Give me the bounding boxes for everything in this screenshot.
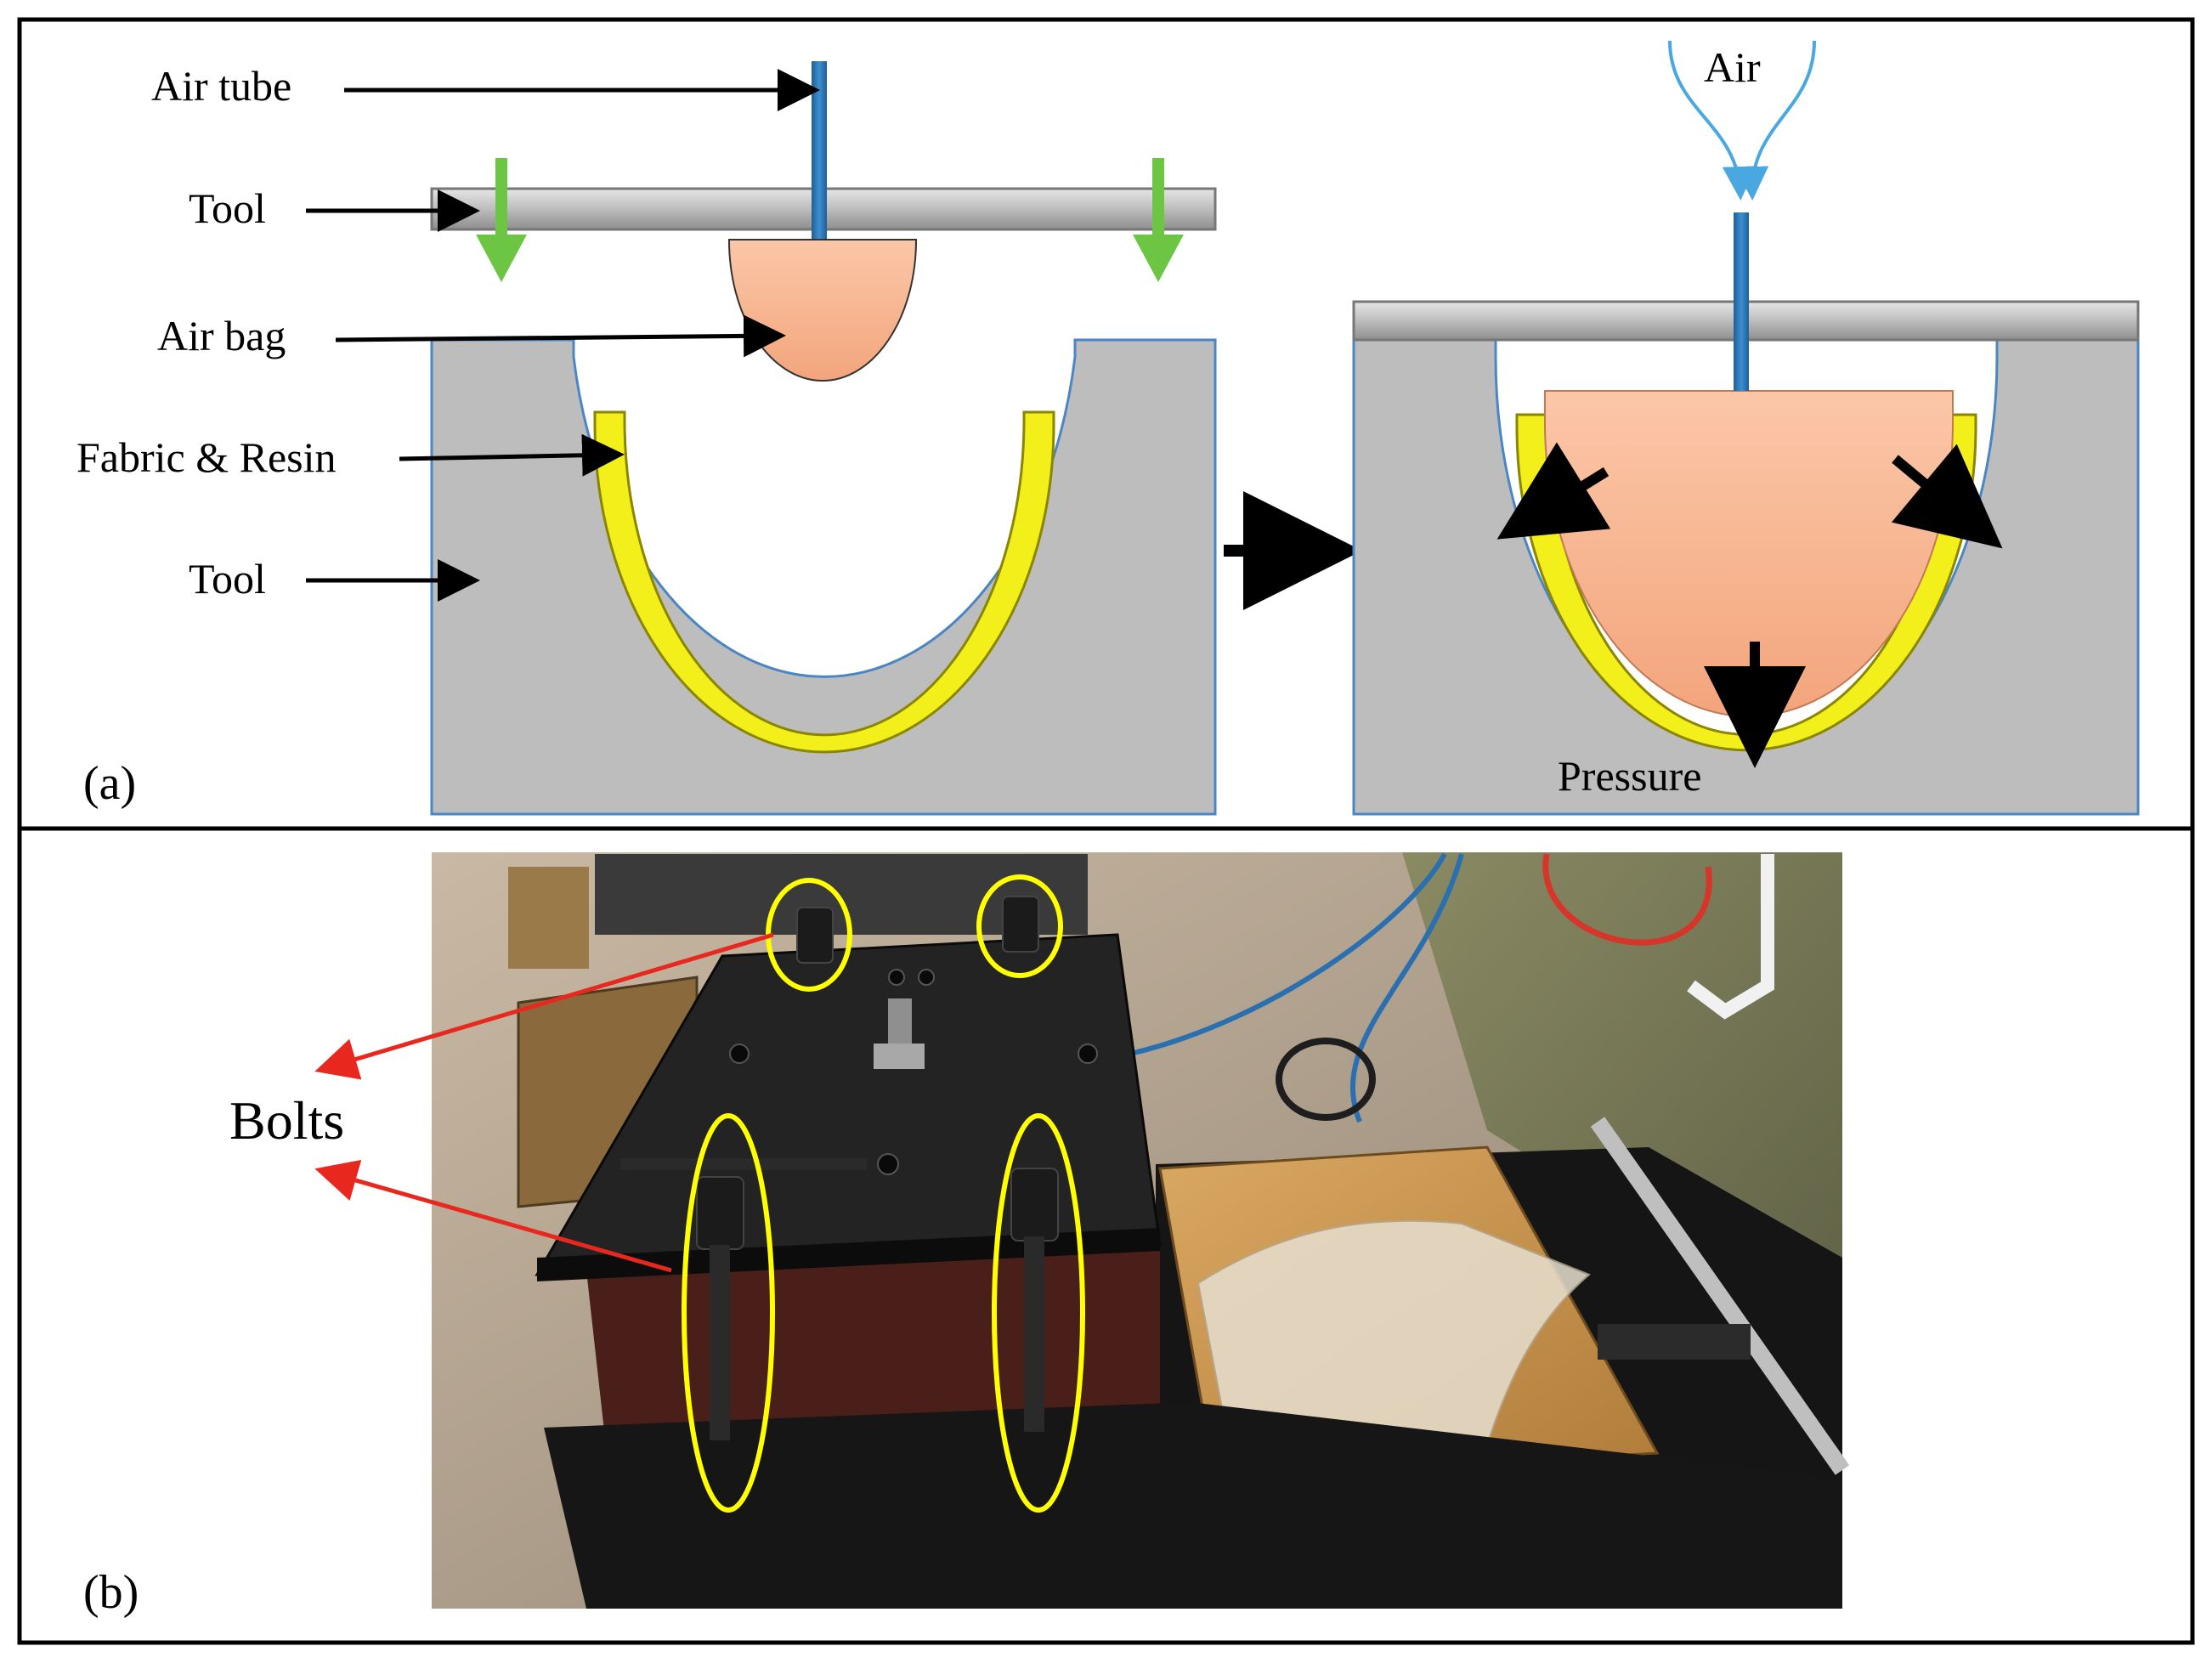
air-tube-right [1734, 212, 1749, 391]
bolt-pointer-upper [314, 932, 774, 1080]
photo-bolt-bottom-left [620, 1158, 867, 1440]
photo-bolt-top-right [1002, 896, 1039, 953]
label-pressure: Pressure [1558, 752, 1701, 800]
photo-plate-hole [1078, 1044, 1098, 1064]
photo-white-pipe [1687, 854, 1774, 1020]
green-down-arrow-right [1133, 158, 1184, 282]
photo-fiberglass-sheet [1197, 1219, 1591, 1463]
air-bag-left [727, 239, 918, 382]
label-fabric-resin: Fabric & Resin [76, 433, 337, 481]
leader-fabric-resin [399, 433, 625, 477]
photo-air-connector [888, 998, 912, 1049]
leader-air-bag [335, 314, 786, 358]
photo-plate-hole [918, 969, 935, 986]
label-bolts: Bolts [229, 1090, 344, 1151]
panel-a-diagram [306, 40, 2140, 816]
pressure-arrow-right [1891, 444, 2003, 549]
bolt-highlight-bottom-right [992, 1113, 1085, 1513]
green-down-arrow-left [476, 158, 527, 282]
photo-plate-edge [537, 1228, 1160, 1281]
photo-red-hose [1542, 853, 1712, 946]
bolt-highlight-top-right [976, 874, 1063, 978]
photo-bolt-top-left [796, 907, 834, 964]
photo-stool [508, 867, 589, 969]
photo-blue-hose-1 [1129, 852, 1447, 1056]
bolt-pointer-lower [314, 1159, 672, 1273]
photo-plate-hole [888, 969, 905, 986]
pressure-arrow-left [1496, 442, 1611, 540]
bolt-highlight-bottom-left [682, 1113, 775, 1513]
photo-air-connector-base [874, 1044, 925, 1069]
photo-bolt-bottom-right [1010, 1168, 1059, 1432]
air-tube-left [812, 61, 827, 244]
label-air-bag: Air bag [157, 312, 286, 359]
photo-blue-hose-2 [1349, 853, 1464, 1123]
photo-plate-hole [877, 1153, 899, 1175]
photo-hose-coil [1276, 1038, 1376, 1121]
fabric-resin-left [593, 410, 1055, 754]
panel-label-b: (b) [83, 1566, 139, 1619]
figure-border [17, 17, 2195, 1645]
label-air: Air [1704, 43, 1761, 91]
fabric-resin-right [1515, 413, 1977, 752]
photo-lower-frame [544, 1402, 1842, 1609]
label-air-tube: Air tube [151, 62, 291, 110]
label-tool-bottom: Tool [189, 555, 266, 602]
air-flow-right-curve [1734, 40, 1816, 201]
photo-threaded-rod [1598, 1324, 1751, 1360]
photo-plate-hole [729, 1044, 750, 1064]
panel-b-photo [432, 852, 1850, 1609]
photo-metal-rod [1590, 1117, 1850, 1475]
label-tool-top: Tool [189, 184, 266, 232]
panel-label-a: (a) [83, 757, 136, 810]
